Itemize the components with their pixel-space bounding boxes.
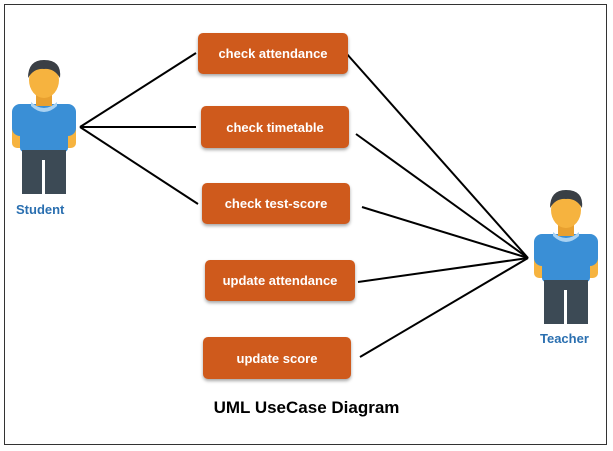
diagram-frame: [4, 4, 607, 445]
line-teacher-update-attendance: [357, 257, 529, 283]
usecase-update-score: update score: [203, 337, 351, 379]
usecase-check-timetable: check timetable: [201, 106, 349, 148]
line-student-check-test-score: [79, 126, 199, 205]
usecase-check-attendance: check attendance: [198, 33, 348, 74]
teacher-label: Teacher: [540, 331, 589, 346]
line-teacher-check-attendance: [345, 52, 529, 259]
line-teacher-check-timetable: [355, 133, 529, 259]
line-teacher-update-score: [359, 257, 529, 358]
student-icon: [12, 60, 76, 194]
line-student-check-attendance: [79, 52, 197, 128]
usecase-update-attendance: update attendance: [205, 260, 355, 301]
student-label: Student: [16, 202, 65, 217]
usecase-check-test-score: check test-score: [202, 183, 350, 224]
teacher-icon: [534, 190, 598, 324]
line-teacher-check-test-score: [361, 206, 529, 259]
diagram-title: UML UseCase Diagram: [213, 398, 400, 417]
